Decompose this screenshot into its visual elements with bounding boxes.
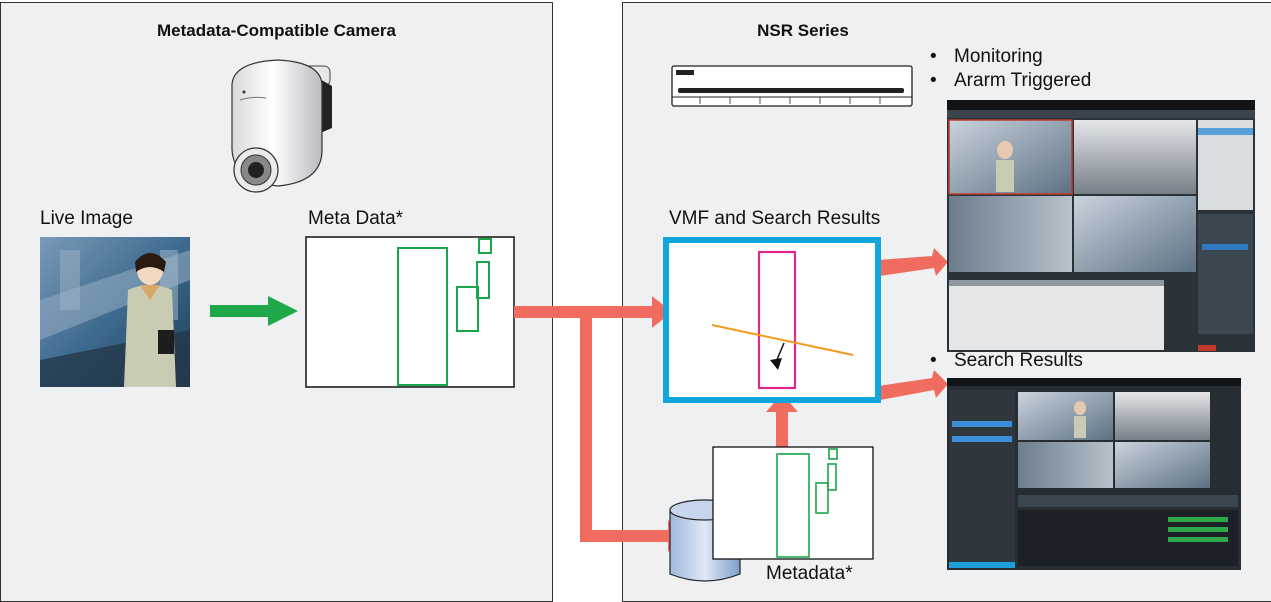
- nsr-panel-title: NSR Series: [757, 21, 849, 40]
- meta-data-label: Meta Data*: [308, 208, 404, 229]
- vmf-box: [663, 237, 881, 403]
- flow-arrows: [514, 248, 948, 552]
- camera-panel-title: Metadata-Compatible Camera: [156, 21, 396, 40]
- metadata-box: [712, 446, 874, 560]
- metadata-db-label: Metadata*: [766, 563, 853, 584]
- monitoring-screen: [947, 100, 1255, 352]
- live-to-meta-arrow: [210, 296, 298, 326]
- nvr-device-image: [671, 65, 913, 107]
- bullet-monitoring: •Monitoring: [930, 46, 1043, 67]
- search-results-screen: [947, 378, 1241, 570]
- live-image-label: Live Image: [40, 208, 133, 229]
- bullet-search-results: •Search Results: [930, 350, 1083, 371]
- meta-data-box: [305, 236, 515, 388]
- vmf-label: VMF and Search Results: [669, 208, 881, 229]
- live-image: [40, 237, 190, 387]
- bullet-alarm: •Ararm Triggered: [930, 70, 1092, 91]
- dome-camera-image: [231, 59, 332, 193]
